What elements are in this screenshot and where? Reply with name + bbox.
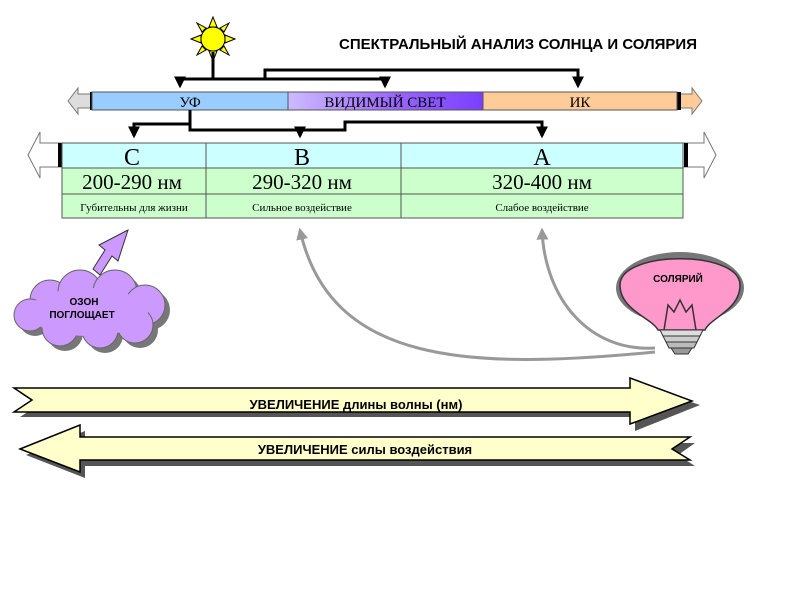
lamp-label: СОЛЯРИЙ [653,272,703,285]
spectrum-bar: УФ ВИДИМЫЙ СВЕТ ИК [67,86,703,116]
band-ir-label: ИК [570,95,592,111]
uv-effect-c: Губительны для жизни [80,202,188,214]
spectrum-right-arrow [679,86,703,116]
wavelength-label: УВЕЛИЧЕНИЕ длины волны (нм) [250,397,463,412]
uv-range-a-cell [400,167,684,195]
uv-letter-a: A [533,145,551,171]
uv-effect-a: Слабое воздействие [495,202,588,214]
uv-header-c [61,142,207,169]
ozone-cloud: ОЗОН ПОГЛОЩАЕТ [13,269,170,353]
cloud-line2: ПОГЛОЩАЕТ [49,310,114,321]
uv-left-arrow [27,131,62,179]
uv-letter-c: C [124,145,140,171]
band-visible-label: ВИДИМЫЙ СВЕТ [324,94,445,111]
solarium-lamp-icon: СОЛЯРИЙ [616,252,744,355]
uv-range-c: 200-290 нм [82,170,182,194]
page-title: СПЕКТРАЛЬНЫЙ АНАЛИЗ СОЛНЦА И СОЛЯРИЯ [339,35,697,53]
uv-letter-b: B [294,145,310,171]
uv-connectors [128,110,548,139]
intensity-arrow: УВЕЛИЧЕНИЕ силы воздействия [17,423,695,478]
intensity-label: УВЕЛИЧЕНИЕ силы воздействия [258,442,472,457]
solarium-rays [296,227,656,361]
uv-effect-a-cell [400,193,684,219]
band-uv-label: УФ [179,95,201,111]
cloud-line1: ОЗОН [70,297,99,308]
uv-effect-b: Сильное воздействие [252,202,352,214]
uv-header-a [400,142,684,169]
uv-table: C B A 200-290 нм 290-320 нм 320-400 нм Г… [27,131,717,219]
uv-effect-c-cell [61,193,207,219]
uv-range-a: 320-400 нм [492,170,592,194]
uv-range-b: 290-320 нм [252,170,352,194]
wavelength-arrow: УВЕЛИЧЕНИЕ длины волны (нм) [11,376,700,431]
sun-icon [189,15,237,63]
band-ir [482,91,678,111]
spectrum-left-arrow [67,86,92,116]
ozone-arrow [92,228,129,276]
uv-range-b-cell [205,167,402,195]
sun-connectors [174,52,584,89]
